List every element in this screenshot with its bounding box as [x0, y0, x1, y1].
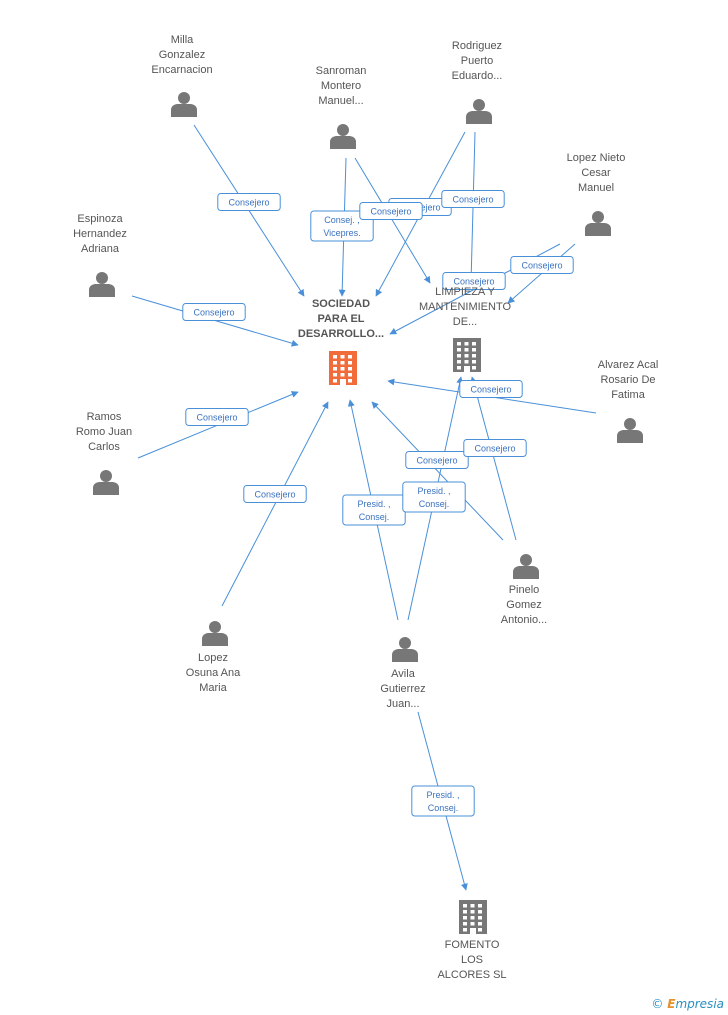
person-icon[interactable]: [513, 554, 539, 579]
person-icon[interactable]: [585, 211, 611, 236]
edge-label-lopeznieto-sociedad[interactable]: Consejero: [442, 272, 506, 290]
edge-label-sanroman-sociedad[interactable]: Consej. , Vicepres.: [310, 210, 374, 242]
edge-label-pinelo-sociedad[interactable]: Consejero: [405, 451, 469, 469]
person-icon[interactable]: [93, 470, 119, 495]
edge-pinelo-limpieza: [470, 376, 517, 541]
edge-sanroman-limpieza: [354, 157, 431, 284]
edge-label-text: Consejero: [452, 195, 493, 205]
edge-label-lopezosuna-sociedad[interactable]: Consejero: [243, 485, 307, 503]
edge-pinelo-sociedad: [371, 401, 504, 541]
edge-label-text: Consejero: [193, 308, 234, 318]
edge-label-text: Consejero: [196, 413, 237, 423]
edge-label-alvarez-sociedad[interactable]: Consejero: [459, 380, 523, 398]
brand-name: mpresia: [675, 997, 724, 1011]
empresia-watermark: © Empresia: [651, 997, 724, 1011]
edge-label-text: Vicepres.: [323, 228, 360, 238]
company-building-icon[interactable]: [459, 900, 487, 934]
edge-label-text: Consejero: [254, 490, 295, 500]
company-building-icon[interactable]: [453, 338, 481, 372]
edge-label-text: Consej. ,: [324, 215, 360, 225]
edge-label-rodriguez-limpieza[interactable]: Consejero: [441, 190, 505, 208]
brand-e: E: [667, 997, 676, 1011]
person-icon[interactable]: [202, 621, 228, 646]
edge-label-text: Consejero: [470, 385, 511, 395]
copyright-symbol: ©: [651, 997, 664, 1011]
person-icon[interactable]: [89, 272, 115, 297]
edge-label-text: Presid. ,: [417, 486, 450, 496]
edge-label-milla-sociedad[interactable]: Consejero: [217, 193, 281, 211]
edge-label-text: Consejero: [453, 277, 494, 287]
edge-label-text: Consejero: [521, 261, 562, 271]
edge-label-text: Consejero: [416, 456, 457, 466]
edge-label-pinelo-limpieza[interactable]: Consejero: [463, 439, 527, 457]
edge-label-text: Consejero: [474, 444, 515, 454]
person-icon[interactable]: [392, 637, 418, 662]
edge-label-text: Consej.: [419, 499, 450, 509]
person-icon[interactable]: [171, 92, 197, 117]
edge-label-rodriguez-sociedad[interactable]: Consejero: [359, 202, 423, 220]
edge-label-avila-sociedad[interactable]: Presid. , Consej.: [342, 494, 406, 526]
person-icon[interactable]: [617, 418, 643, 443]
person-icon[interactable]: [330, 124, 356, 149]
edge-label-ramos-sociedad[interactable]: Consejero: [185, 408, 249, 426]
edge-lopezosuna-sociedad: [221, 401, 329, 607]
edge-label-text: Consejero: [370, 207, 411, 217]
edge-label-text: Presid. ,: [426, 790, 459, 800]
edge-label-text: Presid. ,: [357, 499, 390, 509]
person-icon[interactable]: [466, 99, 492, 124]
edge-label-text: Consejero: [228, 198, 269, 208]
edge-label-text: Consej.: [428, 803, 459, 813]
edge-label-lopeznieto-limpieza[interactable]: Consejero: [510, 256, 574, 274]
edge-label-espinoza-sociedad[interactable]: Consejero: [182, 303, 246, 321]
edge-label-avila-limpieza[interactable]: Presid. , Consej.: [402, 481, 466, 513]
main-company-building-icon[interactable]: [329, 351, 357, 385]
edge-label-avila-fomento[interactable]: Presid. , Consej.: [411, 785, 475, 817]
edge-label-text: Consej.: [359, 512, 390, 522]
